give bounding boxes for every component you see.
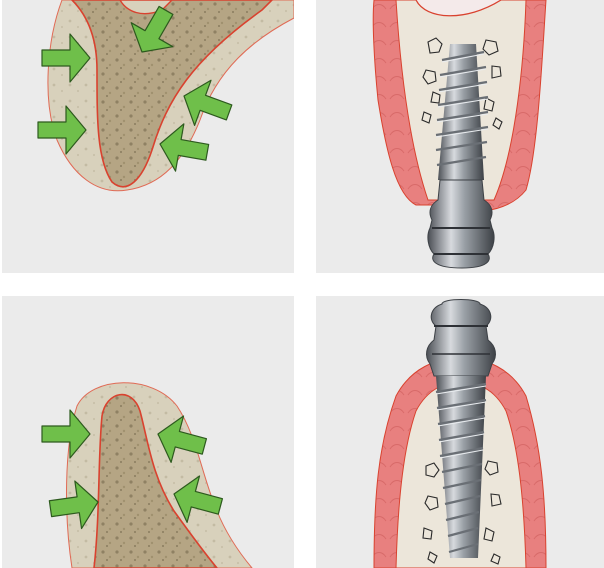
implant-illustration xyxy=(316,296,604,568)
implant-panel-top xyxy=(316,0,604,273)
implant-illustration xyxy=(316,0,604,273)
bone-compression-panel-top xyxy=(2,0,294,273)
implant-panel-bottom xyxy=(316,296,604,568)
bone-compression-panel-bottom xyxy=(2,296,294,568)
bone-illustration xyxy=(2,296,294,568)
bone-illustration xyxy=(2,0,294,273)
